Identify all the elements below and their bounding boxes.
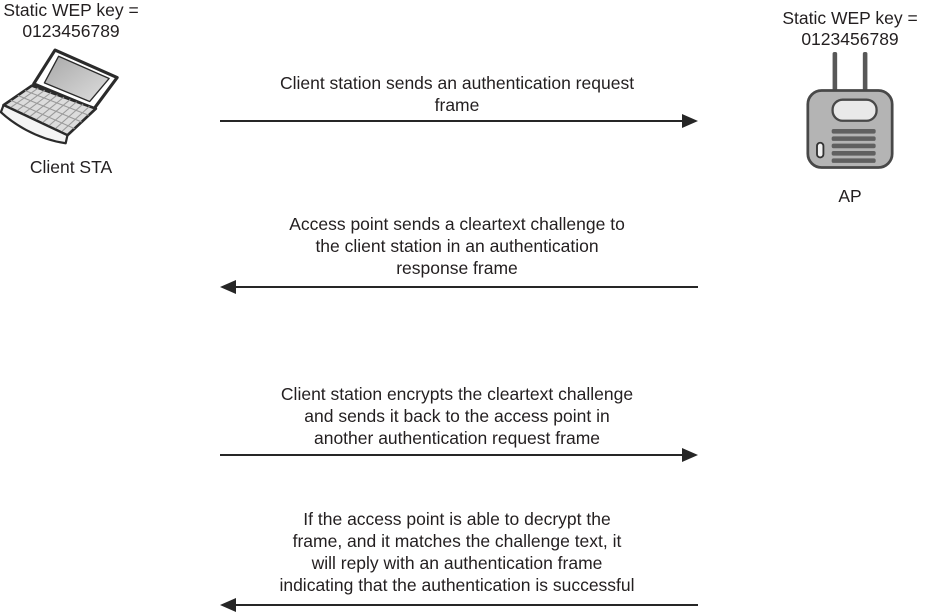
laptop-icon [0, 48, 142, 153]
client-wep-key-label: Static WEP key = 0123456789 [3, 0, 139, 41]
client-station: Static WEP key = 0123456789 [0, 0, 142, 177]
arrow-line [220, 454, 684, 456]
message-4-text: If the access point is able to decrypt t… [279, 509, 635, 595]
arrow-head-left-icon [220, 598, 236, 612]
message-2-text: Access point sends a cleartext challenge… [289, 214, 625, 278]
access-point-icon [804, 52, 896, 178]
arrow-head-left-icon [220, 280, 236, 294]
arrow-head-right-icon [682, 448, 698, 462]
message-1-arrow-right [220, 114, 698, 128]
access-point: Static WEP key = 0123456789 AP [758, 8, 934, 206]
message-3-arrow-right [220, 448, 698, 462]
arrow-head-right-icon [682, 114, 698, 128]
arrow-line [234, 604, 698, 606]
message-1-text: Client station sends an authentication r… [279, 73, 635, 115]
arrow-line [220, 120, 684, 122]
arrow-line [234, 286, 698, 288]
message-3-text: Client station encrypts the cleartext ch… [280, 384, 634, 448]
access-point-label: AP [838, 186, 862, 206]
client-station-label: Client STA [29, 157, 113, 177]
message-4-arrow-left [220, 598, 698, 612]
message-2-arrow-left [220, 280, 698, 294]
ap-wep-key-label: Static WEP key = 0123456789 [782, 8, 918, 49]
